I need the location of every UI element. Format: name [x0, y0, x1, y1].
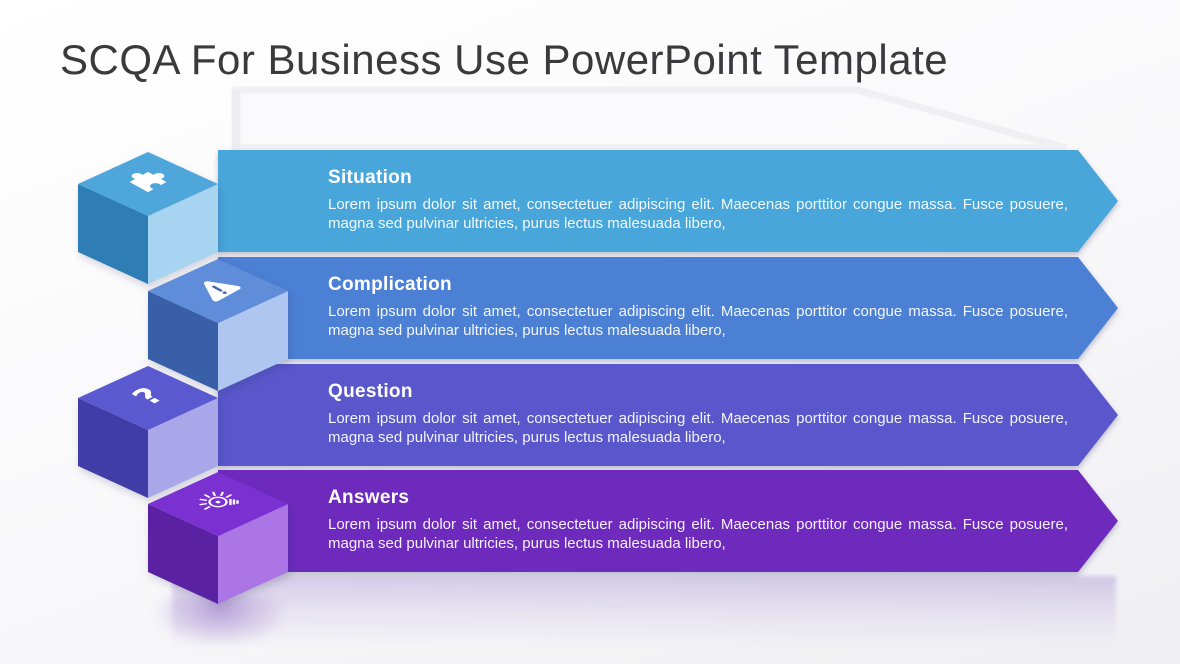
cube-right-face — [218, 504, 288, 604]
cube-answers — [148, 472, 288, 604]
cube-top-face — [78, 366, 218, 430]
banner-reflection — [172, 576, 1116, 660]
cube-right-face — [218, 291, 288, 391]
banner-row-question: Question Lorem ipsum dolor sit amet, con… — [218, 364, 1118, 466]
cube-left-face — [78, 184, 148, 284]
banner-body: Lorem ipsum dolor sit amet, consectetuer… — [328, 516, 1068, 552]
complication-banner: Complication Lorem ipsum dolor sit amet,… — [218, 257, 1118, 359]
cube-complication — [148, 259, 288, 391]
cube-top-face — [148, 472, 288, 536]
warning-exclamation — [212, 285, 223, 292]
banner-heading: Answers — [328, 487, 410, 508]
page-title: SCQA For Business Use PowerPoint Templat… — [60, 36, 949, 83]
cube-situation — [78, 152, 218, 284]
situation-banner: Situation Lorem ipsum dolor sit amet, co… — [218, 150, 1118, 252]
warning-icon — [203, 281, 241, 302]
banner-heading: Complication — [328, 274, 452, 295]
cube-question: ? — [78, 366, 218, 498]
cube-right-face — [148, 398, 218, 498]
cube-reflection — [150, 596, 290, 648]
banner-body: Lorem ipsum dolor sit amet, consectetuer… — [328, 196, 1068, 232]
answers-banner: Answers Lorem ipsum dolor sit amet, cons… — [218, 470, 1118, 572]
cube-left-face — [78, 398, 148, 498]
banner-heading: Situation — [328, 167, 412, 188]
question-banner: Question Lorem ipsum dolor sit amet, con… — [218, 364, 1118, 466]
banner-body: Lorem ipsum dolor sit amet, consectetuer… — [328, 303, 1068, 339]
banner-row-situation: Situation Lorem ipsum dolor sit amet, co… — [218, 150, 1118, 252]
banner-heading: Question — [328, 381, 413, 402]
puzzle-icon — [129, 171, 167, 193]
cube-right-face — [148, 184, 218, 284]
lightbulb-icon — [199, 491, 239, 510]
cube-left-face — [148, 291, 218, 391]
banner-row-answers: Answers Lorem ipsum dolor sit amet, cons… — [218, 470, 1118, 572]
cube-left-face — [148, 504, 218, 604]
banner-row-complication: Complication Lorem ipsum dolor sit amet,… — [218, 257, 1118, 359]
banner-body: Lorem ipsum dolor sit amet, consectetuer… — [328, 410, 1068, 446]
